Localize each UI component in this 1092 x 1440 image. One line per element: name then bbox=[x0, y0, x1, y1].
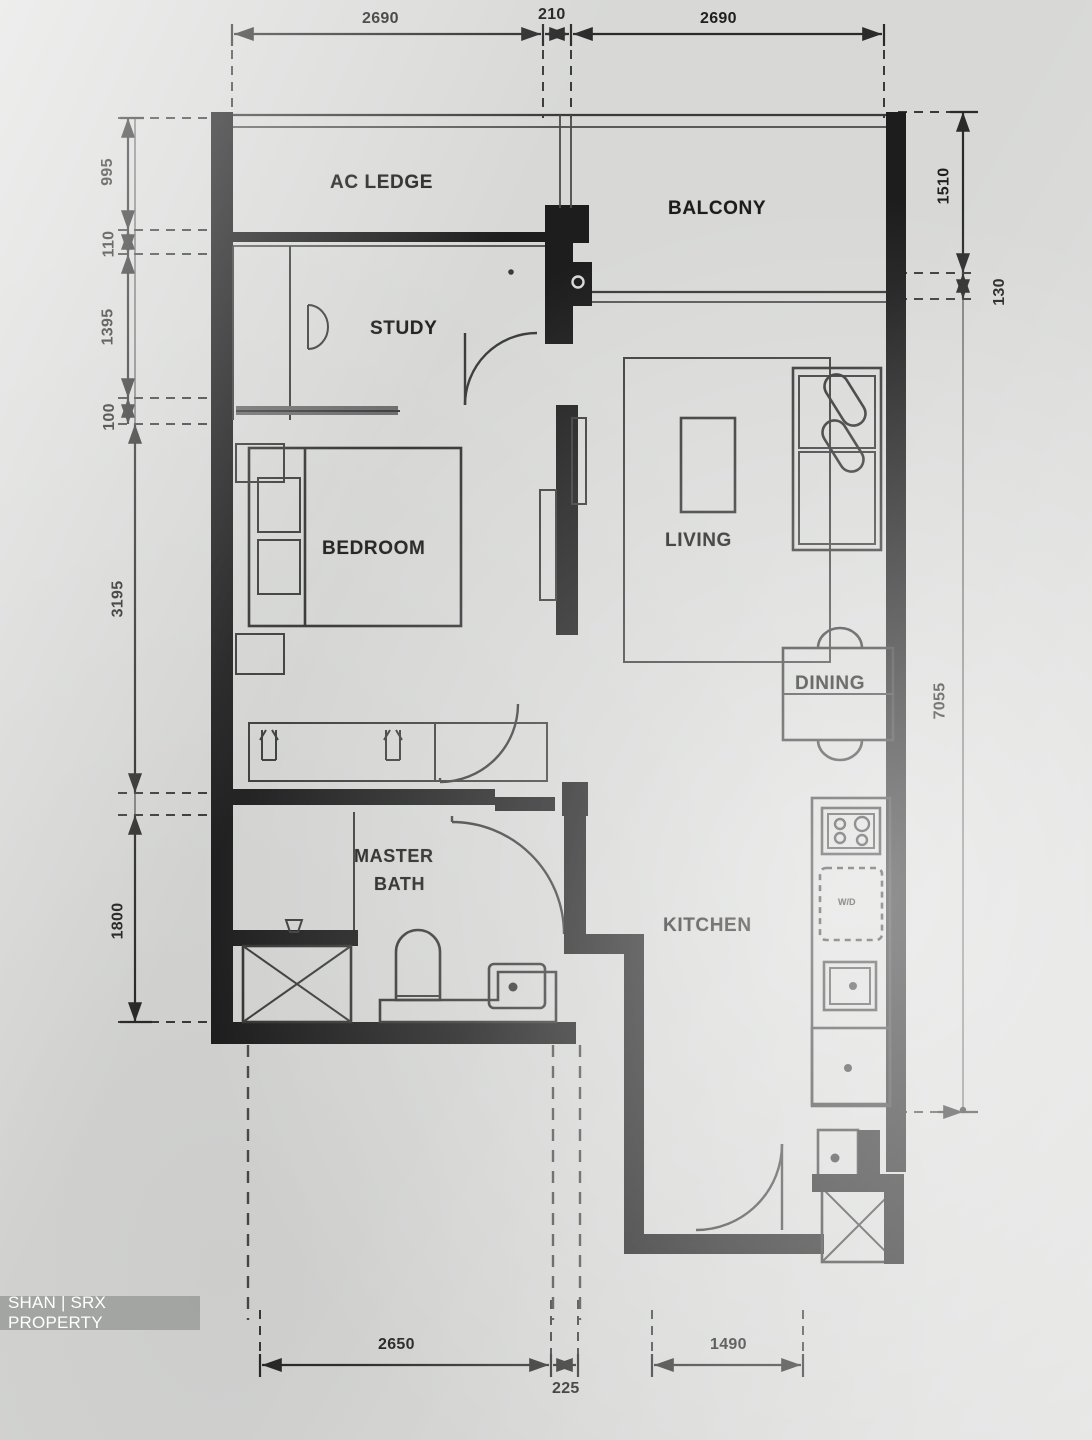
dimension-left-1395: 1395 bbox=[99, 308, 117, 346]
dimension-top-2690-right: 2690 bbox=[700, 10, 737, 27]
projection-dashed-lines bbox=[246, 1045, 582, 1320]
dimension-group-top bbox=[230, 24, 886, 118]
dimension-left-1800: 1800 bbox=[109, 902, 127, 940]
room-label-dining: DINING bbox=[795, 673, 866, 694]
dimension-left-3195: 3195 bbox=[109, 580, 127, 618]
room-label-master-bath-line1: MASTER bbox=[354, 846, 434, 866]
dimension-bottom-2650: 2650 bbox=[378, 1336, 415, 1353]
dimension-top-2690-left: 2690 bbox=[362, 10, 399, 27]
dimension-left-100: 100 bbox=[100, 403, 118, 431]
room-label-study: STUDY bbox=[370, 318, 438, 339]
appliance-label-washer-dryer: W/D bbox=[838, 897, 856, 907]
dimension-bottom-225: 225 bbox=[552, 1380, 580, 1397]
watermark: SHAN | SRX PROPERTY bbox=[0, 1293, 200, 1332]
dimension-right-7055: 7055 bbox=[931, 682, 949, 720]
dimension-right-130: 130 bbox=[990, 278, 1008, 306]
room-label-ac-ledge: AC LEDGE bbox=[330, 172, 433, 193]
dimension-top-210: 210 bbox=[538, 6, 566, 23]
room-label-kitchen: KITCHEN bbox=[663, 915, 752, 936]
dimension-left-995: 995 bbox=[98, 158, 116, 186]
room-label-living: LIVING bbox=[665, 530, 732, 551]
room-label-balcony: BALCONY bbox=[668, 198, 767, 219]
room-label-master-bath-line2: BATH bbox=[374, 874, 426, 894]
room-label-bedroom: BEDROOM bbox=[322, 538, 426, 559]
dimension-group-right bbox=[898, 110, 978, 1114]
dimension-bottom-1490: 1490 bbox=[710, 1336, 747, 1353]
dimension-left-110: 110 bbox=[100, 230, 118, 258]
dimension-right-1510: 1510 bbox=[935, 167, 953, 205]
